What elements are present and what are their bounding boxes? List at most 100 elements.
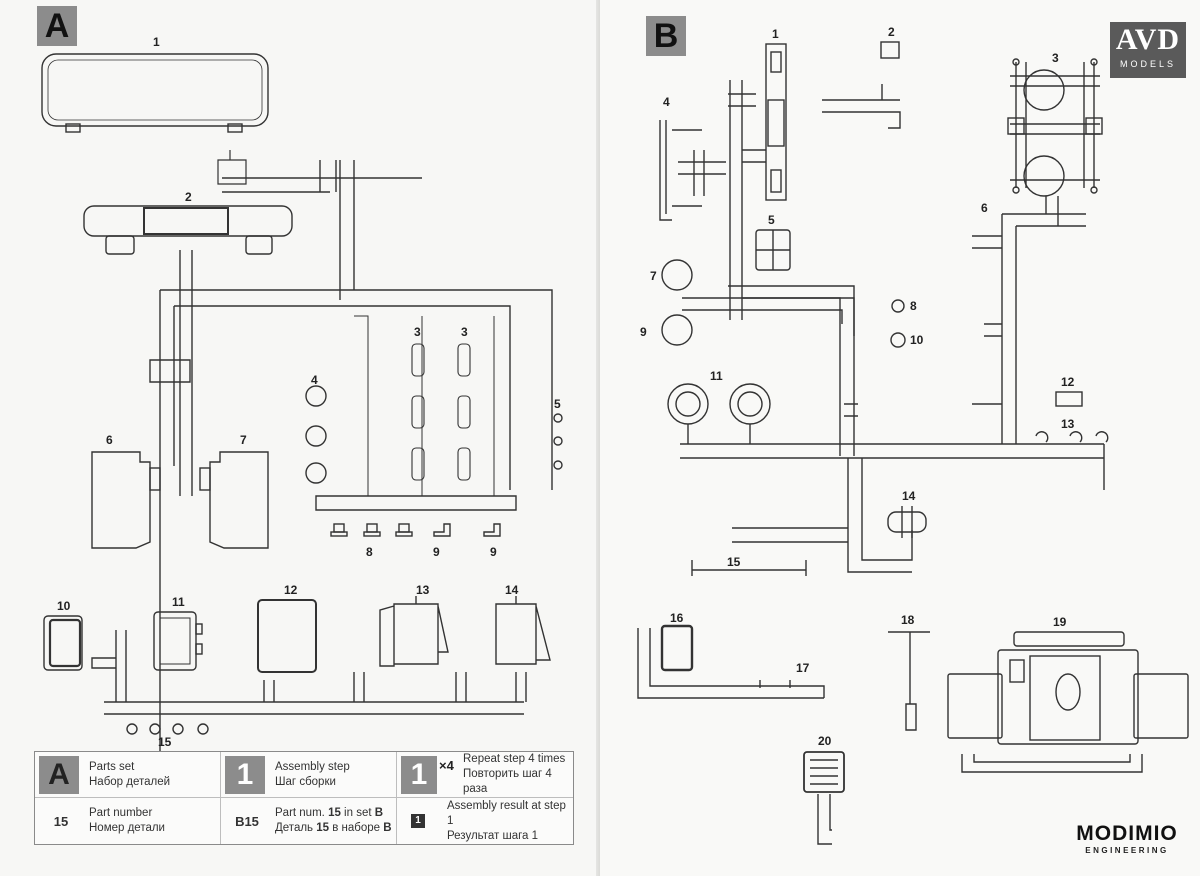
part-number: 17 <box>796 661 810 675</box>
legend-text: Набор деталей <box>89 775 171 788</box>
right-page: B <box>600 0 1200 876</box>
part-a10 <box>43 615 83 671</box>
part-b20 <box>803 751 845 793</box>
parts-set-symbol: A <box>39 755 79 794</box>
part-number: 20 <box>818 734 832 748</box>
part-number-symbol: 15 <box>53 813 69 829</box>
part-b14 <box>887 511 927 533</box>
part-number: 19 <box>1053 615 1067 629</box>
repeat-step-number: 1 <box>401 755 437 794</box>
part-number: 7 <box>650 269 657 283</box>
part-number: 5 <box>554 397 561 411</box>
part-b1 <box>765 43 787 201</box>
assembly-result-symbol: 1 <box>411 814 425 828</box>
part-number: 9 <box>490 545 497 559</box>
part-a2 <box>83 205 293 237</box>
legend-text: B <box>374 807 384 819</box>
legend-text: in set <box>340 807 375 819</box>
part-number: 16 <box>670 611 684 625</box>
part-b18 <box>888 631 930 731</box>
part-number: 2 <box>185 190 192 204</box>
repeat-multiplier: ×4 <box>439 757 454 773</box>
legend-text: Part number <box>89 807 153 819</box>
legend-text: Результат шага 1 <box>447 829 539 842</box>
legend-text: Assembly step <box>275 760 350 773</box>
part-number: 11 <box>710 369 723 383</box>
part-b12 <box>1055 391 1083 407</box>
legend-text: 15 <box>316 822 330 834</box>
part-b9 <box>661 314 693 346</box>
sprue-a-diagram: 1 2 3 3 4 5 6 7 8 9 9 10 11 12 13 14 15 <box>41 35 563 760</box>
legend-text: Повторить шаг 4 раза <box>463 768 552 795</box>
part-number: 12 <box>284 583 298 597</box>
legend-text: Repeat step 4 times <box>463 753 566 765</box>
modimio-logo: MODIMIO ENGINEERING <box>1074 822 1180 855</box>
set-a-badge: A <box>37 6 77 46</box>
legend-text: в наборе <box>329 822 384 834</box>
part-number: 3 <box>1052 51 1059 65</box>
part-number: 9 <box>433 545 440 559</box>
part-b3 <box>1007 58 1103 197</box>
part-number: 2 <box>888 25 895 39</box>
avd-logo-subtext: MODELS <box>1119 59 1176 69</box>
modimio-logo-subtext: ENGINEERING <box>1085 846 1169 855</box>
part-a6 <box>91 451 151 549</box>
repeat-step-symbol: 1 ×4 <box>401 755 459 794</box>
legend-assembly-result: 1 Assembly result at step 1 Результат шаг… <box>397 798 573 844</box>
legend-part-in-set: B15 Part num. 15 in set B Деталь 15 в на… <box>221 798 397 844</box>
part-number: 15 <box>727 555 741 569</box>
sprue-b-diagram: 1 2 3 4 5 6 7 8 9 10 11 12 13 14 15 16 1… <box>637 25 1189 845</box>
part-b16 <box>660 624 694 672</box>
part-b4 <box>659 120 702 221</box>
part-number: 4 <box>311 373 318 387</box>
part-b19 <box>947 631 1189 773</box>
part-number: 3 <box>461 325 468 339</box>
part-number: 13 <box>1061 417 1075 431</box>
part-number: 1 <box>772 27 779 41</box>
legend-text: B <box>383 822 392 834</box>
part-a11 <box>153 611 197 671</box>
part-number: 13 <box>416 583 430 597</box>
part-number: 14 <box>505 583 519 597</box>
legend-text: Assembly result at step 1 <box>447 799 566 827</box>
legend-text: 15 <box>328 807 341 819</box>
assembly-step-symbol: 1 <box>225 755 265 794</box>
part-number: 8 <box>910 299 917 313</box>
part-number: 10 <box>57 599 71 613</box>
part-a1 <box>41 53 269 127</box>
part-number: 5 <box>768 213 775 227</box>
part-b15 <box>691 560 807 576</box>
legend-text: Номер детали <box>89 822 165 834</box>
left-page: A <box>34 6 574 845</box>
part-in-set-symbol: B15 <box>235 813 259 829</box>
part-b2 <box>880 41 900 59</box>
part-number: 14 <box>902 489 916 503</box>
modimio-logo-text: MODIMIO <box>1076 822 1178 845</box>
part-number: 12 <box>1061 375 1075 389</box>
part-b11 <box>667 383 709 425</box>
part-number: 1 <box>153 35 160 49</box>
part-a14 <box>495 596 551 665</box>
avd-models-logo: AVD MODELS <box>1110 22 1186 78</box>
part-a12 <box>257 599 317 673</box>
part-number: 10 <box>910 333 924 347</box>
avd-logo-text: AVD <box>1115 23 1181 56</box>
part-number: 9 <box>640 325 647 339</box>
part-a7 <box>209 451 269 549</box>
legend-text: Parts set <box>89 760 135 773</box>
part-number: 3 <box>414 325 421 339</box>
part-number: 6 <box>106 433 113 447</box>
part-number: 7 <box>240 433 247 447</box>
part-number: 15 <box>158 735 172 749</box>
legend-text: Шаг сборки <box>275 775 336 788</box>
part-number: 6 <box>981 201 988 215</box>
part-number: 18 <box>901 613 915 627</box>
part-number: 11 <box>172 595 185 609</box>
part-a13 <box>379 596 449 667</box>
part-number: 4 <box>663 95 670 109</box>
part-b7 <box>661 259 693 291</box>
